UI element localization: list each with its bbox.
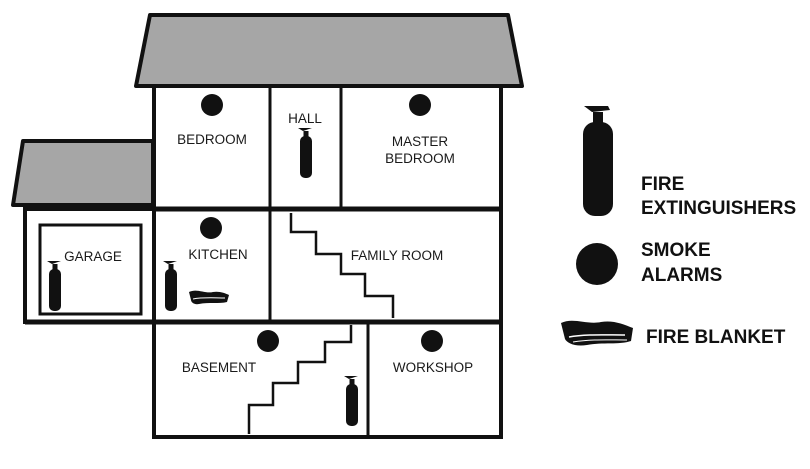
room-label-family-room: FAMILY ROOM [351,248,444,263]
fire-blanket-icon [189,290,229,305]
smoke-alarm-icon [200,217,222,239]
garage-roof [11,139,155,207]
legend-label-fire-blanket: FIRE BLANKET [646,327,786,348]
stairs-lower [247,325,353,434]
room-label-workshop: WORKSHOP [393,360,473,375]
room-label-bedroom: BEDROOM [177,132,247,147]
legend-label-smoke-line2: ALARMS [641,265,722,286]
legend-label-extinguishers-line1: FIRE [641,174,684,195]
legend-extinguisher-icon [583,106,613,216]
room-label-hall: HALL [288,111,322,126]
smoke-alarm-icon [257,330,279,352]
room-label-master-line1: MASTER [392,134,449,149]
legend-label-extinguishers-line2: EXTINGUISHERS [641,198,796,219]
house-outer-wall [152,84,503,439]
legend-fire-blanket-icon [561,320,633,346]
smoke-alarm-icon [409,94,431,116]
legend-label-smoke-line1: SMOKE [641,240,711,261]
room-label-garage: GARAGE [64,249,122,264]
room-label-kitchen: KITCHEN [188,247,247,262]
smoke-alarm-icon [421,330,443,352]
smoke-alarm-icon [201,94,223,116]
room-label-basement: BASEMENT [182,360,256,375]
stairs-upper [289,213,395,318]
main-roof [134,13,524,88]
room-label-master-line2: BEDROOM [385,151,455,166]
legend-smoke-alarm-icon [576,243,618,285]
